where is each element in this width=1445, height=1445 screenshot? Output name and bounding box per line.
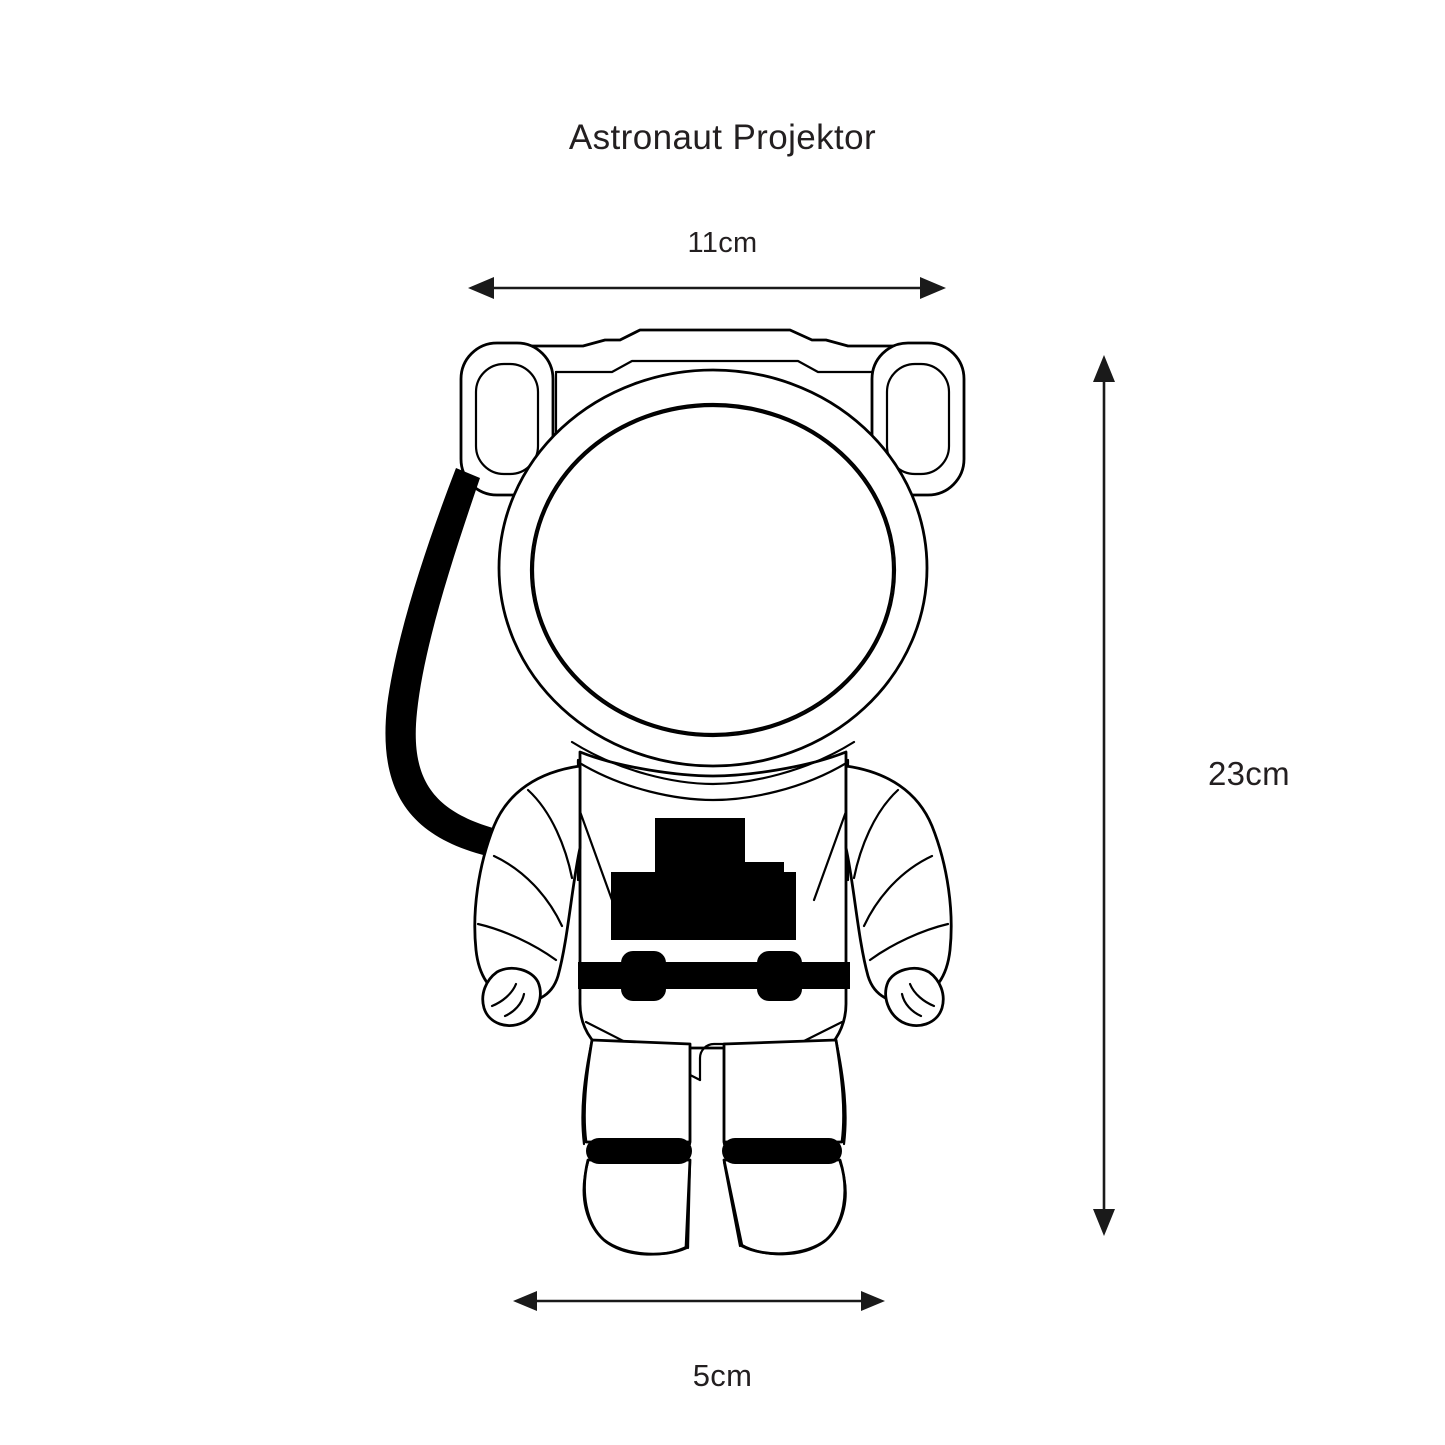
utility-belt: [578, 951, 850, 1001]
oxygen-hose: [385, 468, 493, 856]
left-ankle-band: [586, 1138, 692, 1164]
helmet-ring: [497, 368, 929, 768]
chest-control-panel: [611, 818, 796, 940]
height-dimension-arrow: [1093, 355, 1115, 1236]
helmet-visor: [531, 404, 895, 736]
left-boot: [582, 1158, 692, 1256]
right-leg: [722, 1038, 847, 1146]
left-arm: [473, 764, 582, 1027]
astronaut-illustration: [385, 328, 966, 1256]
page-title: Astronaut Projektor: [568, 118, 877, 157]
height-dimension-label: 23cm: [1208, 755, 1290, 792]
right-ear-module: [870, 341, 966, 497]
depth-dimension-label: 5cm: [692, 1358, 753, 1393]
depth-dimension-arrow: [513, 1291, 885, 1311]
width-dimension-label: 11cm: [687, 227, 758, 259]
left-ear-module: [459, 341, 555, 497]
right-ankle-band: [722, 1138, 842, 1164]
right-boot: [722, 1158, 847, 1256]
right-arm: [844, 764, 953, 1027]
left-leg: [581, 1038, 692, 1146]
width-dimension-arrow: [468, 277, 946, 299]
